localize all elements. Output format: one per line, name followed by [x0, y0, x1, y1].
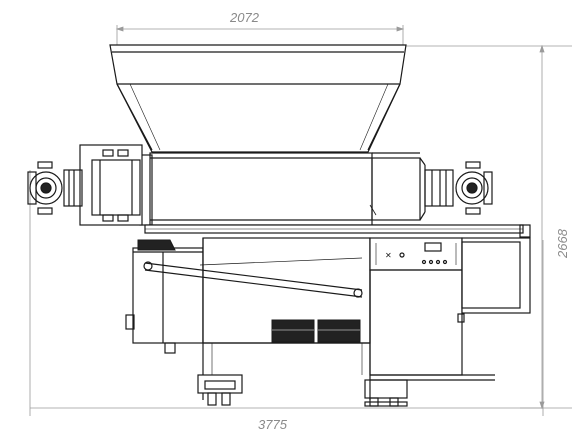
dim-top-label: 2072	[229, 10, 260, 25]
left-motor	[27, 161, 83, 215]
dim-right-label: 2668	[555, 228, 570, 259]
base-frame	[197, 374, 495, 407]
left-gearbox	[79, 144, 143, 226]
dim-right-arrow-top	[539, 44, 545, 53]
dark-block-right	[317, 319, 361, 343]
main-housing	[139, 152, 426, 226]
right-motor	[424, 161, 493, 215]
left-tank	[125, 247, 204, 354]
right-housing	[457, 237, 531, 323]
dim-bottom-label: 3775	[258, 417, 288, 432]
dark-inlet	[137, 239, 176, 251]
dim-top-arrow-left	[115, 26, 124, 32]
svg-text:✕: ✕	[385, 251, 392, 260]
machine-outline: ✕	[27, 44, 531, 407]
dim-right-arrow-bottom	[539, 401, 545, 410]
dark-components	[137, 239, 361, 343]
dim-top-arrow-right	[396, 26, 405, 32]
control-cabinet: ✕	[369, 237, 463, 376]
dimension-lines	[29, 25, 572, 416]
hopper	[109, 44, 407, 153]
frame-rail	[144, 224, 531, 238]
dark-block-left	[271, 319, 315, 343]
conveyor	[143, 257, 363, 298]
